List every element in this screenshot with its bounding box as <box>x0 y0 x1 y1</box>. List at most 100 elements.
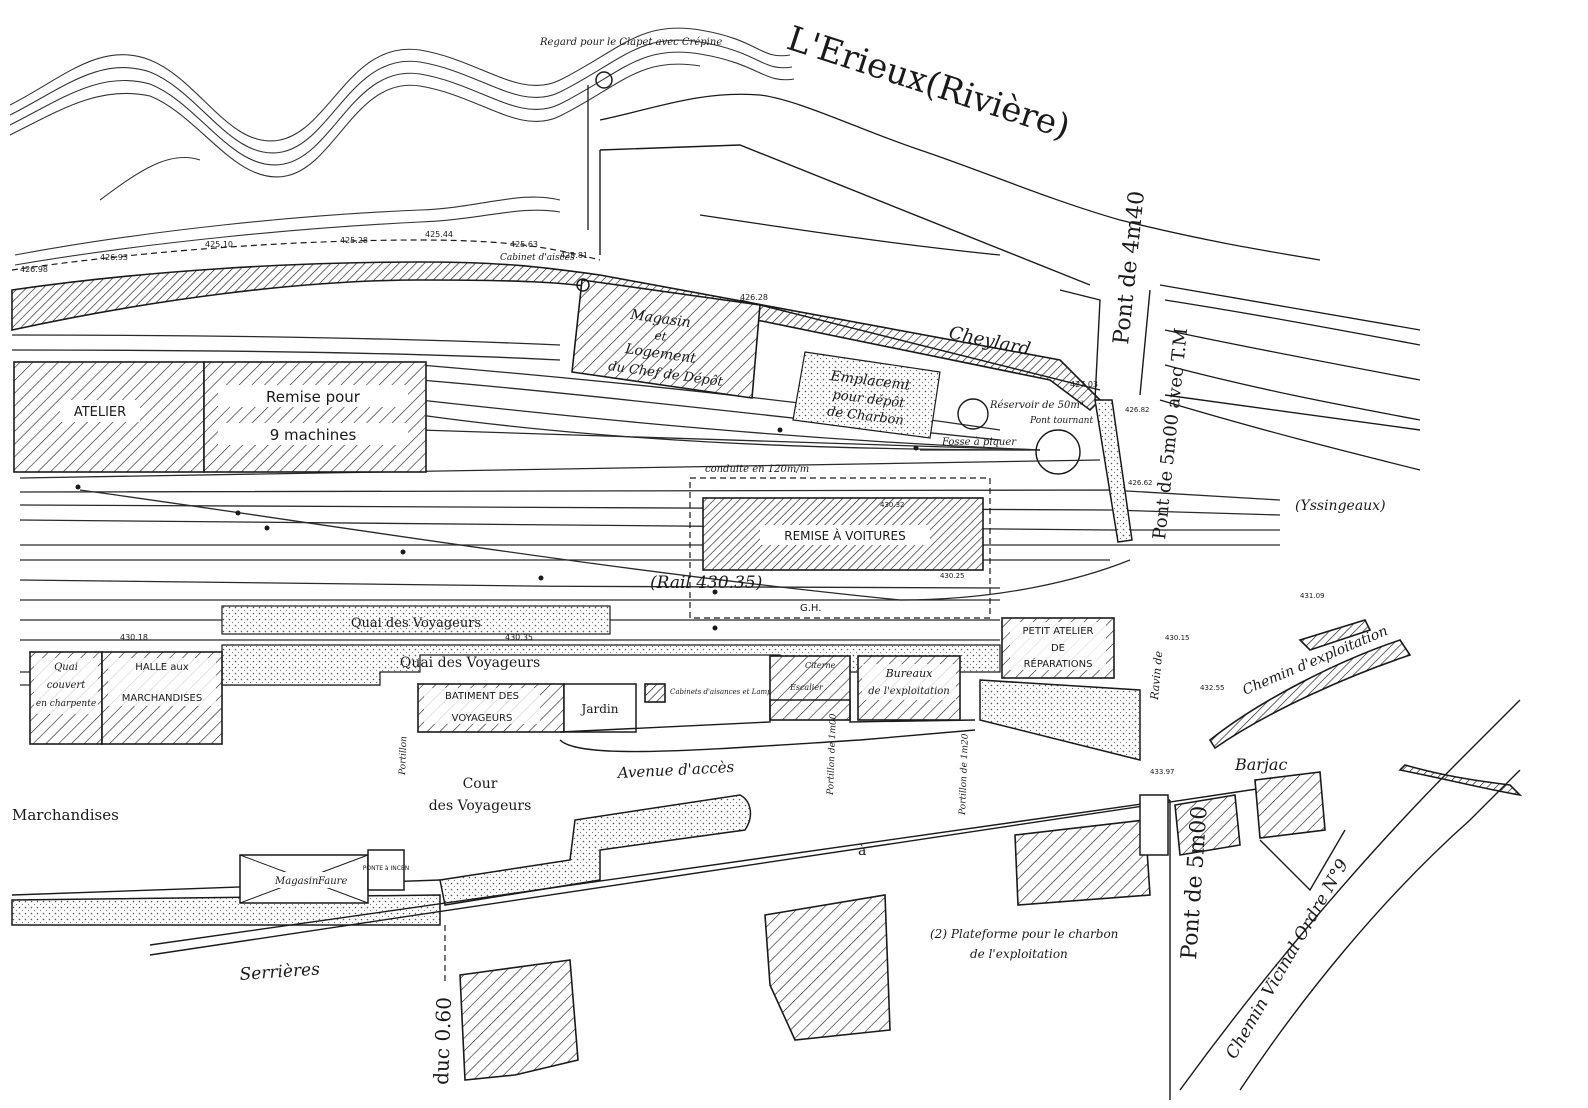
building-lower-3 <box>1254 771 1326 839</box>
cote-4: 425.28 <box>340 236 368 245</box>
cote-3: 425.10 <box>205 240 233 249</box>
fosse-label: Fosse à piquer <box>941 437 1017 448</box>
cote-16: 432.55 <box>1200 684 1225 692</box>
reservoir-label: Réservoir de 50m³ <box>989 400 1084 411</box>
building-lower-5 <box>459 959 579 1081</box>
pont-440-label: Pont de 4m40 <box>1109 190 1150 346</box>
gh-label: G.H. <box>800 603 821 614</box>
remise-machines-label-1: Remise pour <box>266 388 361 406</box>
atelier-label: ATELIER <box>74 405 126 420</box>
citerne-building <box>769 655 851 721</box>
portillon-label-2: Portillon de 1m00 <box>826 713 839 796</box>
regard-circle <box>595 71 613 89</box>
cote-2: 426.93 <box>100 253 128 262</box>
top-path <box>11 239 601 271</box>
turntable-circle <box>1035 429 1081 475</box>
boundary-upper <box>599 144 1091 286</box>
turntable-label: Pont tournant <box>1029 416 1093 426</box>
building-lower-1 <box>1014 819 1151 906</box>
cote-14: 431.09 <box>1300 592 1325 600</box>
cote-13: 430.25 <box>940 572 965 580</box>
cabinets-building <box>644 683 666 703</box>
quai-voyageurs-1 <box>221 605 611 635</box>
ravine-wall-left <box>1094 399 1133 543</box>
cote-9: 427.03 <box>1070 380 1098 389</box>
cabinets-label: Cabinets d'aisances et Lampisterie <box>670 688 794 696</box>
cote-19: 426.62 <box>1128 479 1153 487</box>
river-contours <box>9 27 795 266</box>
portillon-label-3: Portillon de 1m20 <box>958 733 971 816</box>
avenue-label: Avenue d'accès <box>615 758 735 782</box>
conduite-label: conduite en 120m/m <box>705 464 809 475</box>
cote-1: 426.98 <box>20 265 48 274</box>
petit-atelier-label-3: RÉPARATIONS <box>1024 657 1093 670</box>
building-lower-2 <box>1174 794 1241 856</box>
petit-atelier-label-2: DE <box>1051 643 1065 654</box>
ponte-label: PONTE à INCEN <box>363 865 410 872</box>
jardin-area <box>563 683 637 733</box>
magasin-label-2: et <box>654 328 668 344</box>
citerne-label: Citerne <box>805 661 836 670</box>
cote-8: 426.28 <box>740 293 768 302</box>
petit-atelier-label-1: PETIT ATELIER <box>1023 626 1094 637</box>
portillon-label-1: Portillon <box>398 736 409 776</box>
chemin-vicinal-label: Chemin Vicinal Ordre N°9 <box>1222 856 1353 1063</box>
cote-6: 425.63 <box>510 240 538 249</box>
serrieres-label: Serrières <box>239 959 321 985</box>
quai-couvert-label-1: Quai <box>54 662 78 673</box>
cote-12: 430.32 <box>880 501 905 509</box>
batiment-label-2: VOYAGEURS <box>452 713 513 724</box>
escalier-label: Escalier <box>789 683 824 692</box>
ravine-wall-lower <box>979 679 1141 761</box>
batiment-label-1: BATIMENT DES <box>445 691 519 702</box>
remise-machines-building <box>203 361 427 473</box>
cote-5: 425.44 <box>425 230 453 239</box>
a-label: à <box>858 842 866 859</box>
cour-label-2: des Voyageurs <box>429 798 532 814</box>
remise-voitures-label: REMISE À VOITURES <box>784 528 905 543</box>
plateforme-label-1: (2) Plateforme pour le charbon <box>930 927 1118 941</box>
marchandises-label: Marchandises <box>12 806 119 824</box>
magasin-faure-label-1: Magasin <box>274 876 318 887</box>
building-lower-4 <box>764 894 891 1041</box>
river-label: L'Erieux(Rivière) <box>782 19 1075 148</box>
jardin-label: Jardin <box>580 702 619 716</box>
yssingeaux-label: (Yssingeaux) <box>1295 498 1386 514</box>
cote-15: 430.15 <box>1165 634 1190 642</box>
signal-marks <box>75 278 919 631</box>
pont-500-top-label: Pont de 5m00 avec T.M <box>1149 327 1192 541</box>
lower-embankment <box>439 794 752 906</box>
remise-machines-label-2: 9 machines <box>270 426 357 444</box>
ravin-label: Ravin de <box>1148 650 1165 701</box>
cote-18: 426.82 <box>1125 406 1150 414</box>
barjac-label: Barjac <box>1234 755 1287 774</box>
regard-label: Regard pour le Clapet avec Crépine <box>539 37 722 48</box>
rail-label: (Rail 430.35) <box>650 573 762 593</box>
cabinet-top-label: Cabinet d'aisces <box>500 253 575 263</box>
cote-17: 433.97 <box>1150 768 1175 776</box>
voitures-enclosure <box>689 477 991 619</box>
plateforme-label-2: de l'exploitation <box>970 947 1068 961</box>
quai-voyageurs-2 <box>221 644 1001 686</box>
chemin-exploitation-wall <box>1208 639 1412 750</box>
quai-couvert-label-2: couvert <box>47 680 86 691</box>
quai-couvert-label-3: en charpente <box>36 699 96 709</box>
river-bank <box>599 93 1421 471</box>
aqueduc-label: duc 0.60 <box>429 997 456 1086</box>
bureaux-label-2: de l'exploitation <box>868 686 949 697</box>
cote-10: 430.18 <box>120 633 148 642</box>
magasin-logement-building <box>571 279 761 399</box>
elevation-marks: 426.98 426.93 425.10 425.28 425.44 425.6… <box>20 230 1325 776</box>
bureaux-label-1: Bureaux <box>885 667 934 680</box>
coal-depot-area <box>792 351 941 439</box>
reservoir-circle <box>957 398 989 430</box>
ponte-building <box>367 849 405 891</box>
halle-label-2: MARCHANDISES <box>122 693 202 704</box>
cote-7: 425.81 <box>560 251 588 260</box>
halle-label-1: HALLE aux <box>135 662 188 673</box>
cour-label-1: Cour <box>463 776 498 792</box>
cote-11: 430.35 <box>505 633 533 642</box>
pont-500-lower-box <box>1139 794 1169 856</box>
quai-1-label: Quai des Voyageurs <box>351 616 481 631</box>
